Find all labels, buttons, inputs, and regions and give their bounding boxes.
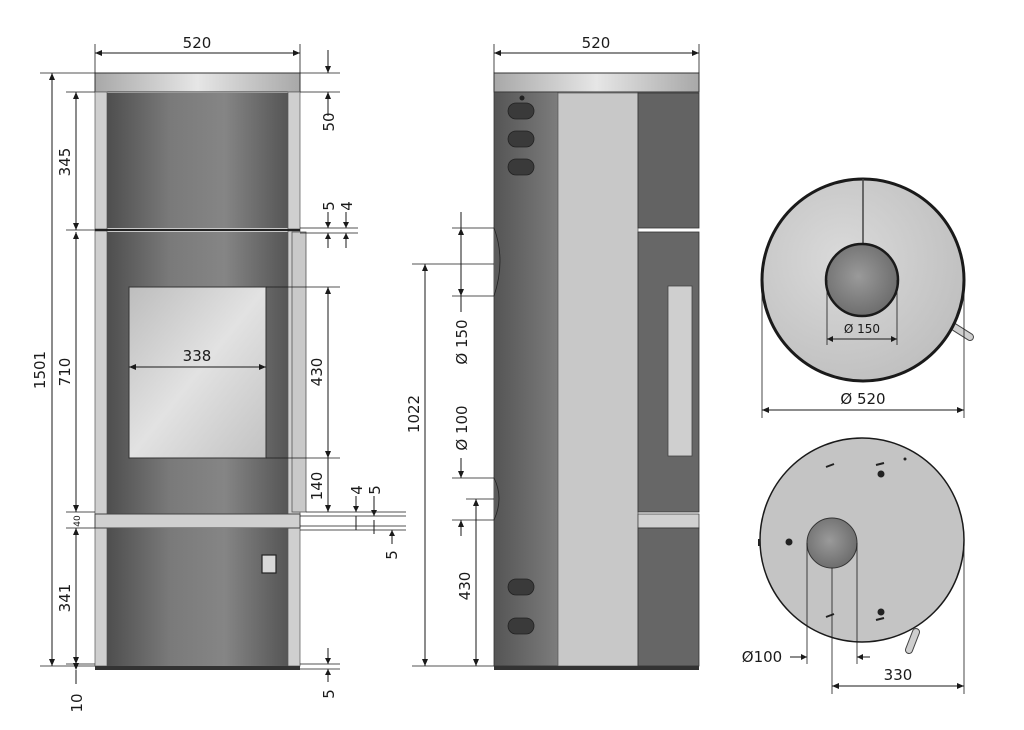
bottom-view: Ø100 330 [742, 437, 965, 694]
side-steel-panel [557, 92, 639, 667]
side-top-cap [493, 72, 700, 93]
front-total-height-label: 1501 [31, 351, 49, 389]
upper-inlet-diameter-label: Ø 150 [453, 319, 471, 364]
vent-slots [507, 102, 535, 635]
side-ledge [637, 513, 700, 529]
window-width-label: 338 [183, 347, 212, 365]
front-glass-window [128, 286, 267, 459]
front-foot-plate [95, 666, 300, 670]
front-ledge [94, 513, 301, 529]
bottom-inlet [806, 517, 858, 569]
outer-diameter-label: Ø 520 [840, 390, 885, 408]
lower-inlet-height-label: 430 [456, 572, 474, 601]
mounting-slots [758, 462, 885, 621]
foot-right-label: 5 [320, 689, 338, 699]
seam-gap-a-label: 5 [320, 201, 338, 211]
seam-gap-b-label: 4 [338, 201, 356, 211]
front-ledge-label: 40 [73, 515, 83, 527]
front-lower-body [107, 528, 288, 666]
front-upper-body [107, 93, 288, 228]
front-foot-label: 10 [68, 693, 86, 712]
top-view: Ø 150 Ø 520 [760, 177, 974, 418]
side-front-upper [637, 92, 700, 229]
upper-inlet-height-label: 1022 [405, 395, 423, 433]
flue-diameter-label: Ø 150 [844, 322, 880, 336]
bottom-inlet-diameter-label: Ø100 [742, 648, 782, 666]
side-foot-plate [494, 666, 699, 670]
side-front-lower [637, 527, 700, 667]
window-bottom-label: 140 [308, 472, 326, 501]
front-width-label: 520 [183, 34, 212, 52]
top-cap-label: 50 [320, 112, 338, 131]
window-height-label: 430 [308, 358, 326, 387]
bottom-offset-label: 330 [884, 666, 913, 684]
side-door-edge [667, 285, 693, 457]
ledge-gap-c-label: 5 [383, 550, 401, 560]
ledge-gap-a-label: 4 [348, 485, 366, 495]
front-top-cap [94, 72, 301, 93]
upper-inlet-bulge [493, 227, 501, 297]
lower-inlet-diameter-label: Ø 100 [453, 405, 471, 450]
flue-outlet [824, 242, 900, 318]
front-middle-height-label: 710 [56, 358, 74, 387]
front-top-height-label: 345 [56, 148, 74, 177]
side-rear-body [493, 91, 559, 667]
ledge-gap-b-label: 5 [366, 485, 384, 495]
front-bottom-height-label: 341 [56, 584, 74, 613]
lower-door-handle [261, 554, 277, 574]
front-left-rail [94, 91, 108, 667]
door-hinge-bar [291, 231, 307, 513]
side-width-label: 520 [582, 34, 611, 52]
mounting-holes [785, 457, 907, 616]
front-view: 520 1501 345 710 40 341 10 338 [31, 34, 406, 713]
side-view: 520 Ø 150 1022 Ø 100 430 [405, 34, 700, 670]
lower-inlet-bulge [493, 477, 500, 521]
